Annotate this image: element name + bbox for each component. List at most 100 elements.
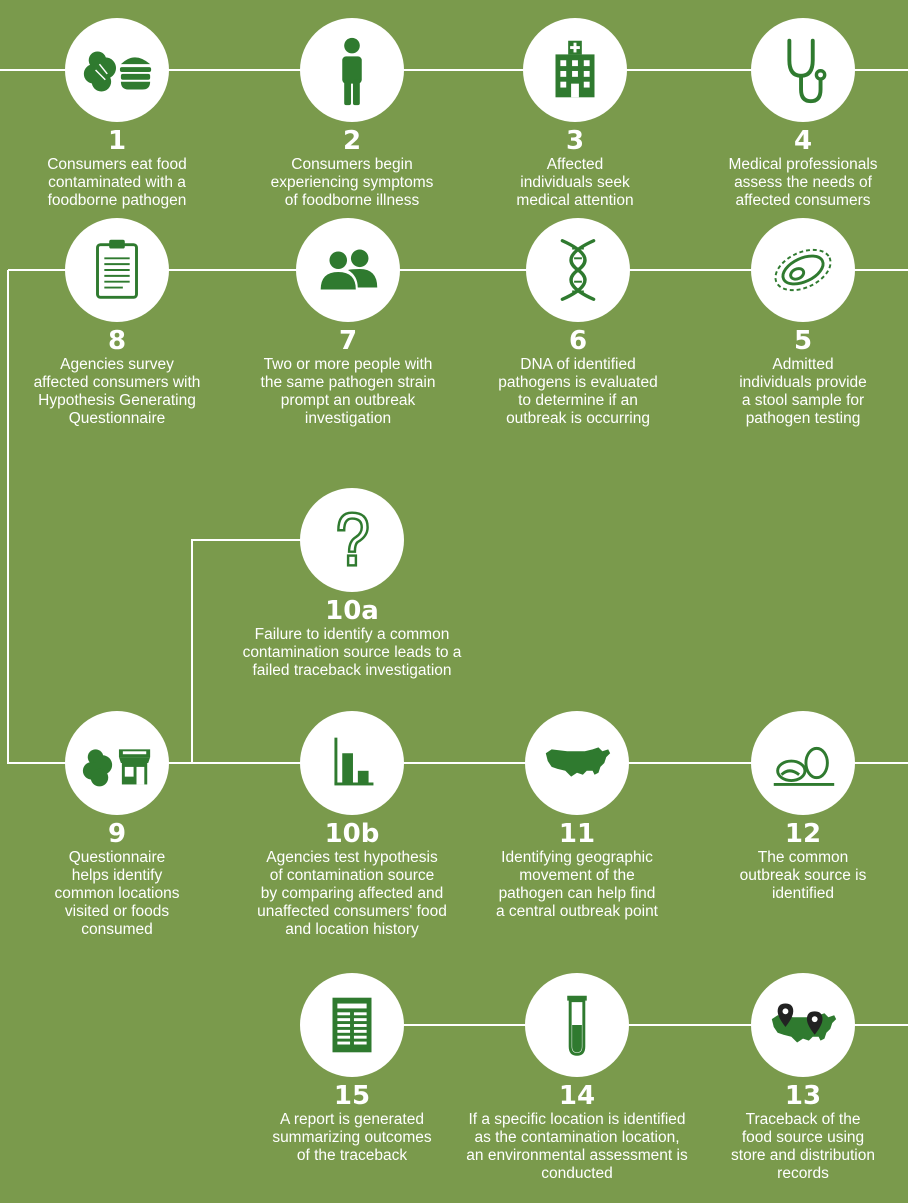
step-6: 6 DNA of identified pathogens is evaluat… (458, 218, 698, 428)
step-2-circle (300, 18, 404, 122)
step-9-line: consumed (81, 921, 153, 938)
step-10b-line: of contamination source (269, 867, 435, 884)
step-3-line: individuals seek (520, 174, 630, 191)
step-10a-line: Failure to identify a common (254, 626, 450, 643)
step-7-line: investigation (304, 410, 392, 427)
step-9-line: visited or foods (64, 903, 170, 920)
step-10b-description: Agencies test hypothesis of contaminatio… (232, 849, 472, 939)
step-3-description: Affected individuals seek medical attent… (455, 156, 695, 210)
step-4-number: 4 (793, 126, 813, 156)
step-9-description: Questionnaire helps identify common loca… (0, 849, 237, 939)
step-7: 7 Two or more people with the same patho… (228, 218, 468, 428)
lettuce-burger-icon (83, 51, 152, 92)
step-1: 1 Consumers eat food contaminated with a… (0, 18, 237, 210)
step-14: 14 If a specific location is identified … (437, 973, 717, 1183)
step-7-line: the same pathogen strain (260, 374, 436, 391)
step-14-description: If a specific location is identified as … (437, 1111, 717, 1183)
step-10a-description: Failure to identify a common contaminati… (212, 626, 492, 680)
step-12-line: outbreak source is (739, 867, 867, 884)
step-11-circle (525, 711, 629, 815)
step-2-line: experiencing symptoms (270, 174, 434, 191)
step-13-number: 13 (784, 1081, 822, 1111)
step-13-line: Traceback of the (745, 1111, 861, 1128)
step-15-line: summarizing outcomes (272, 1129, 432, 1146)
step-9-number: 9 (107, 819, 127, 849)
step-10b-circle (300, 711, 404, 815)
step-1-line: contaminated with a (48, 174, 186, 191)
step-10a-line: contamination source leads to a (242, 644, 462, 661)
step-10b-line: Agencies test hypothesis (266, 849, 438, 866)
us-map-icon (545, 747, 611, 777)
petri-dish-icon (774, 248, 832, 292)
step-4-circle (751, 18, 855, 122)
step-5: 5 Admitted individuals provide a stool s… (683, 218, 908, 428)
step-8-line: Hypothesis Generating (38, 392, 196, 409)
step-2-description: Consumers begin experiencing symptoms of… (232, 156, 472, 210)
step-9-circle (65, 711, 169, 815)
step-12-line: identified (771, 885, 835, 902)
step-10a: 10a Failure to identify a common contami… (212, 488, 492, 680)
step-2-line: of foodborne illness (284, 192, 420, 209)
step-6-line: to determine if an (518, 392, 638, 409)
step-2-number: 2 (342, 126, 362, 156)
step-14-circle (525, 973, 629, 1077)
step-3-line: medical attention (516, 192, 634, 209)
egg-lettuce-icon (773, 746, 835, 786)
step-8: 8 Agencies survey affected consumers wit… (0, 218, 237, 428)
step-15-description: A report is generated summarizing outcom… (232, 1111, 472, 1165)
bar-chart-icon (334, 737, 374, 786)
step-10b-line: unaffected consumers' food (257, 903, 447, 920)
step-15-number: 15 (333, 1081, 371, 1111)
step-4-line: Medical professionals (728, 156, 878, 173)
step-1-number: 1 (107, 126, 127, 156)
step-2-line: Consumers begin (291, 156, 413, 173)
step-13: 13 Traceback of the food source using st… (683, 973, 908, 1183)
stethoscope-icon (787, 38, 827, 104)
step-10b-number: 10b (324, 819, 380, 849)
step-6-number: 6 (568, 326, 588, 356)
test-tube-icon (567, 995, 587, 1056)
step-8-line: affected consumers with (33, 374, 201, 391)
step-6-line: DNA of identified (520, 356, 636, 373)
person-icon (342, 37, 362, 106)
step-11-number: 11 (558, 819, 596, 849)
step-11-description: Identifying geographic movement of the p… (457, 849, 697, 921)
connector-9-10a (191, 539, 352, 763)
step-14-line: an environmental assessment is (466, 1147, 688, 1164)
step-13-line: store and distribution (731, 1147, 875, 1164)
step-11-line: movement of the (519, 867, 635, 884)
step-6-line: outbreak is occurring (506, 410, 650, 427)
step-5-number: 5 (793, 326, 813, 356)
step-14-number: 14 (558, 1081, 596, 1111)
step-3-line: Affected (546, 156, 604, 173)
step-6-line: pathogens is evaluated (498, 374, 658, 391)
step-3-number: 3 (565, 126, 585, 156)
step-4-line: affected consumers (735, 192, 871, 209)
step-4: 4 Medical professionals assess the needs… (683, 18, 908, 210)
step-5-line: individuals provide (739, 374, 867, 391)
step-4-description: Medical professionals assess the needs o… (683, 156, 908, 210)
step-9-line: Questionnaire (68, 849, 166, 866)
step-11-line: a central outbreak point (496, 903, 658, 920)
step-14-line: If a specific location is identified (468, 1111, 686, 1128)
step-11: 11 Identifying geographic movement of th… (457, 711, 697, 921)
step-7-line: Two or more people with (263, 356, 433, 373)
step-3: 3 Affected individuals seek medical atte… (455, 18, 695, 210)
step-9-line: common locations (54, 885, 180, 902)
step-15-line: A report is generated (280, 1111, 424, 1128)
step-13-circle (751, 973, 855, 1077)
map-pins-icon (771, 1003, 837, 1043)
step-13-line: food source using (741, 1129, 865, 1146)
step-12-line: The common (757, 849, 849, 866)
step-10b-line: and location history (285, 921, 419, 938)
step-5-line: Admitted (772, 356, 834, 373)
clipboard-icon (96, 239, 138, 299)
hospital-icon (555, 40, 595, 98)
step-8-number: 8 (107, 326, 127, 356)
step-12-description: The common outbreak source is identified (683, 849, 908, 903)
step-7-circle (296, 218, 400, 322)
step-10a-number: 10a (325, 596, 379, 626)
step-1-circle (65, 18, 169, 122)
step-3-circle (523, 18, 627, 122)
question-mark-icon (337, 511, 369, 567)
